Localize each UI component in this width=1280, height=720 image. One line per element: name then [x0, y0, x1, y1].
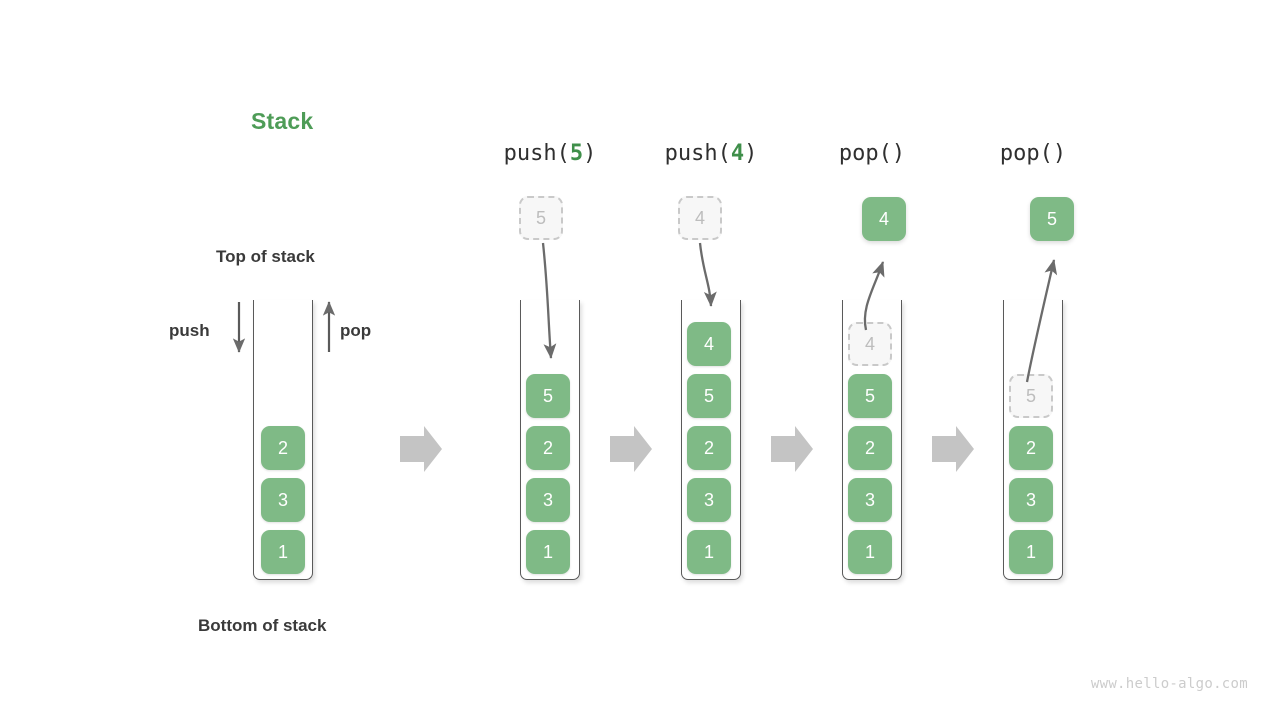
op-text-arg: 5: [569, 141, 584, 166]
stack-cell: 1: [848, 530, 892, 574]
op-text-prefix: push(: [503, 141, 570, 166]
label-push: push: [169, 321, 210, 340]
stack-cell: 2: [1009, 426, 1053, 470]
stack-cell: 1: [261, 530, 305, 574]
stack-cell: 3: [848, 478, 892, 522]
stack-cell: 5: [526, 374, 570, 418]
stack-cell: 3: [261, 478, 305, 522]
page-title: Stack: [251, 108, 314, 134]
incoming-ghost-cell: 5: [519, 196, 563, 240]
removed-ghost-cell: 4: [848, 322, 892, 366]
op-label-pop-4: pop(): [814, 141, 930, 166]
removed-ghost-cell: 5: [1009, 374, 1053, 418]
op-label-push5: push(5): [492, 141, 608, 166]
op-text-arg: 4: [730, 141, 745, 166]
stack-cell: 3: [687, 478, 731, 522]
stack-cell: 5: [848, 374, 892, 418]
push4-motion-arrow: [698, 242, 717, 307]
op-label-pop-5: pop(): [975, 141, 1091, 166]
watermark: www.hello-algo.com: [1090, 676, 1248, 692]
flow-arrow-1: [400, 426, 442, 472]
stack-cell: 2: [848, 426, 892, 470]
op-label-push4: push(4): [653, 141, 769, 166]
stack-cell: 5: [687, 374, 731, 418]
op-text-suffix: ): [891, 141, 906, 166]
stack-cell: 1: [687, 530, 731, 574]
stack-cell: 1: [1009, 530, 1053, 574]
stack-cell: 1: [526, 530, 570, 574]
op-text-prefix: pop(: [838, 141, 892, 166]
op-text-prefix: push(: [664, 141, 731, 166]
label-bottom-of-stack: Bottom of stack: [198, 616, 327, 635]
stack-cell: 4: [687, 322, 731, 366]
stack-cell: 3: [526, 478, 570, 522]
op-text-prefix: pop(: [999, 141, 1053, 166]
flow-arrow-3: [771, 426, 813, 472]
popped-cell: 5: [1030, 197, 1074, 241]
label-top-of-stack: Top of stack: [216, 247, 315, 266]
popped-cell: 4: [862, 197, 906, 241]
stack-cell: 2: [261, 426, 305, 470]
stack-cell: 2: [526, 426, 570, 470]
op-text-suffix: ): [583, 141, 597, 166]
op-text-suffix: ): [744, 141, 758, 166]
stack-cell: 2: [687, 426, 731, 470]
op-text-suffix: ): [1052, 141, 1067, 166]
stack-cell: 3: [1009, 478, 1053, 522]
incoming-ghost-cell: 4: [678, 196, 722, 240]
flow-arrow-4: [932, 426, 974, 472]
flow-arrow-2: [610, 426, 652, 472]
label-pop: pop: [340, 321, 372, 340]
